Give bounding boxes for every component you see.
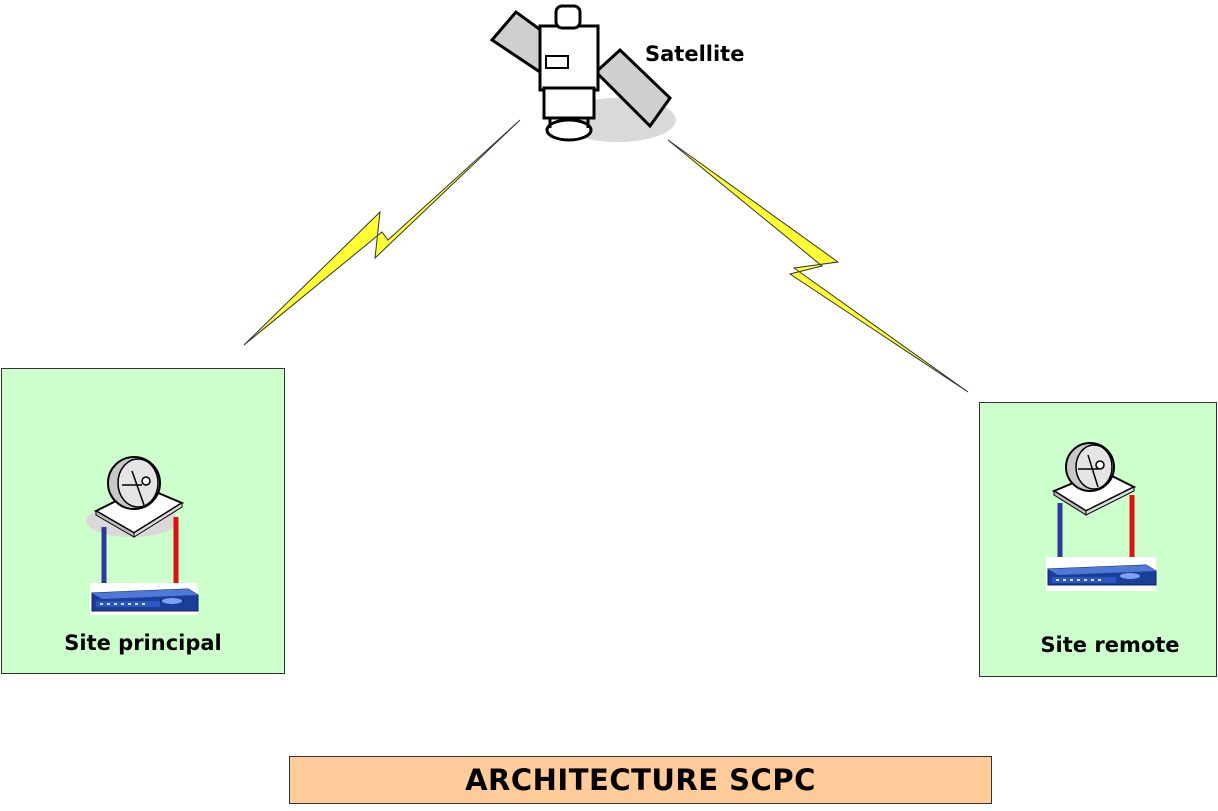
site-remote-box: Site remote <box>979 402 1217 677</box>
radio-link-downlink-remote <box>667 139 969 393</box>
site-remote-label: Site remote <box>1040 633 1180 657</box>
satellite-icon <box>489 4 676 142</box>
satellite-dish-icon <box>1051 442 1137 516</box>
site-principal-box: Site principal <box>1 368 285 674</box>
modem-icon <box>1046 557 1157 591</box>
site-principal-label: Site principal <box>64 631 222 655</box>
satellite-label: Satellite <box>645 42 745 66</box>
radio-link-uplink-principal <box>243 119 521 346</box>
site-remote-station <box>1046 442 1157 591</box>
satellite-dish-icon <box>86 456 185 538</box>
diagram-title: ARCHITECTURE SCPC <box>289 756 992 804</box>
modem-icon <box>90 583 199 615</box>
site-principal-station <box>86 456 199 615</box>
